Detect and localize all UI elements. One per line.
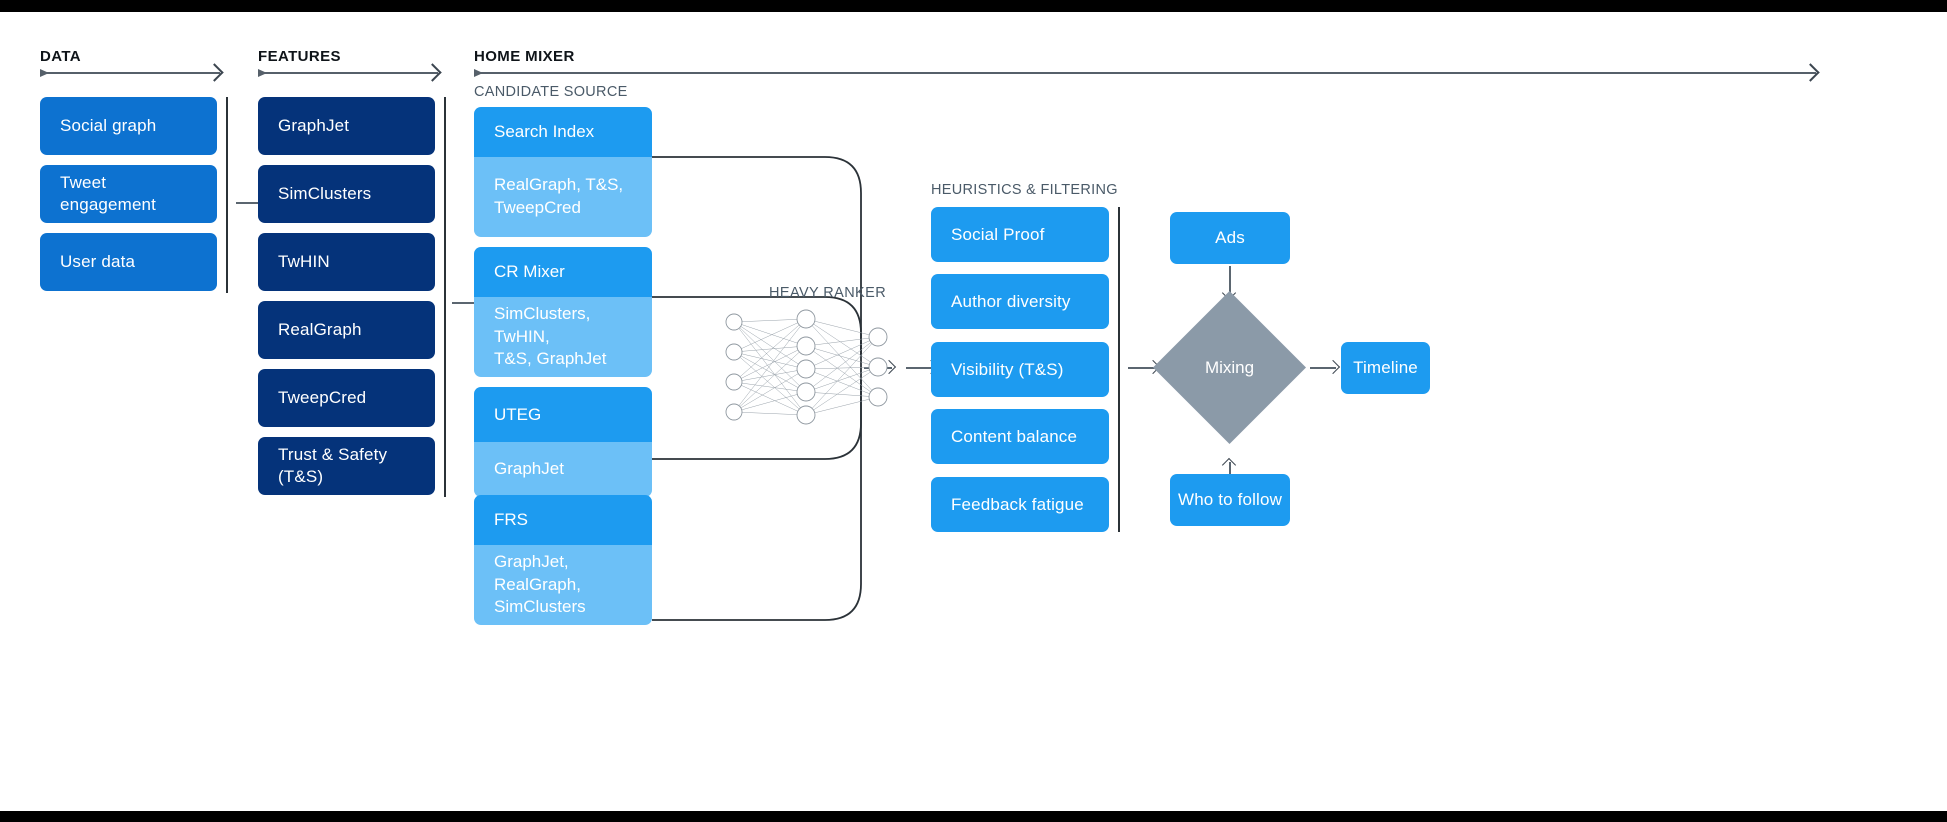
- mixing-diamond[interactable]: Mixing: [1153, 291, 1306, 444]
- mixing-label: Mixing: [1204, 357, 1255, 377]
- stage-axis-home-mixer: [474, 63, 1820, 82]
- heuristic-item-feedback-fatigue[interactable]: Feedback fatigue: [931, 477, 1109, 532]
- diagram-paper: DATA FEATURES HOME MIXER Social graph Tw…: [0, 12, 1947, 811]
- heuristic-item-label: Visibility (T&S): [951, 359, 1064, 379]
- candidate-source-features: GraphJet: [474, 442, 652, 497]
- heuristic-item-label: Content balance: [951, 426, 1078, 446]
- candidate-source-features: RealGraph, T&S, TweepCred: [474, 157, 652, 237]
- heavy-ranker-label: HEAVY RANKER: [769, 285, 887, 301]
- feature-item-label: TwHIN: [278, 252, 330, 272]
- candidate-source-title: CR Mixer: [474, 247, 652, 297]
- heuristic-item-content-balance[interactable]: Content balance: [931, 409, 1109, 464]
- output-timeline-label: Timeline: [1353, 358, 1418, 378]
- candidate-source-search-index[interactable]: Search Index RealGraph, T&S, TweepCred: [474, 107, 652, 237]
- data-item-user-data[interactable]: User data: [40, 233, 217, 291]
- divider-heuristics: [1118, 207, 1120, 532]
- output-timeline-box[interactable]: Timeline: [1341, 342, 1430, 394]
- data-item-label: Tweet engagement: [60, 173, 157, 214]
- arrow-mixing-to-timeline: [1310, 359, 1341, 375]
- candidate-source-title: Search Index: [474, 107, 652, 157]
- stage-axis-features: [258, 63, 442, 82]
- output-ads-label: Ads: [1215, 228, 1245, 248]
- feature-item-label: SimClusters: [278, 184, 372, 204]
- candidate-source-merge-connectors: [652, 156, 862, 621]
- heuristic-item-label: Feedback fatigue: [951, 494, 1084, 514]
- arrow-heuristics-to-mixing: [1128, 359, 1161, 375]
- data-item-social-graph[interactable]: Social graph: [40, 97, 217, 155]
- divider-features: [444, 97, 446, 497]
- feature-item-simclusters[interactable]: SimClusters: [258, 165, 435, 223]
- heuristic-item-label: Social Proof: [951, 224, 1045, 244]
- arrow-ads-to-mixing: [1221, 266, 1237, 301]
- candidate-source-cr-mixer[interactable]: CR Mixer SimClusters, TwHIN, T&S, GraphJ…: [474, 247, 652, 377]
- arrow-data-to-features: [236, 194, 267, 210]
- heuristics-label: HEURISTICS & FILTERING: [931, 182, 1118, 198]
- arrow-ranker-to-heuristics: [906, 359, 939, 375]
- candidate-source-title: FRS: [474, 495, 652, 545]
- divider-data: [226, 97, 228, 293]
- feature-item-label: RealGraph: [278, 320, 362, 340]
- candidate-source-uteg[interactable]: UTEG GraphJet: [474, 387, 652, 497]
- feature-item-label: TweepCred: [278, 388, 367, 408]
- feature-item-trust-safety[interactable]: Trust & Safety (T&S): [258, 437, 435, 495]
- data-item-tweet-engagement[interactable]: Tweet engagement: [40, 165, 217, 223]
- feature-item-tweepcred[interactable]: TweepCred: [258, 369, 435, 427]
- heavy-ranker-network: [725, 309, 888, 425]
- feature-item-graphjet[interactable]: GraphJet: [258, 97, 435, 155]
- heuristic-item-social-proof[interactable]: Social Proof: [931, 207, 1109, 262]
- candidate-source-frs[interactable]: FRS GraphJet, RealGraph, SimClusters: [474, 495, 652, 625]
- candidate-source-features: GraphJet, RealGraph, SimClusters: [474, 545, 652, 625]
- heuristic-item-label: Author diversity: [951, 291, 1071, 311]
- data-item-label: Social graph: [60, 116, 157, 136]
- data-item-label: User data: [60, 252, 136, 272]
- candidate-source-title: UTEG: [474, 387, 652, 442]
- feature-item-twhin[interactable]: TwHIN: [258, 233, 435, 291]
- stage-axis-data: [40, 63, 224, 82]
- feature-item-label: Trust & Safety (T&S): [278, 445, 388, 486]
- feature-item-label: GraphJet: [278, 116, 350, 136]
- feature-item-realgraph[interactable]: RealGraph: [258, 301, 435, 359]
- heuristic-item-author-diversity[interactable]: Author diversity: [931, 274, 1109, 329]
- candidate-source-features: SimClusters, TwHIN, T&S, GraphJet: [474, 297, 652, 377]
- output-ads-box[interactable]: Ads: [1170, 212, 1290, 264]
- output-who-to-follow-box[interactable]: Who to follow: [1170, 474, 1290, 526]
- output-who-to-follow-label: Who to follow: [1178, 490, 1282, 510]
- candidate-source-label: CANDIDATE SOURCE: [474, 84, 628, 100]
- stage-title-features: FEATURES: [258, 48, 341, 65]
- stage-title-home-mixer: HOME MIXER: [474, 48, 575, 65]
- arrow-features-to-mixer: [452, 294, 483, 310]
- heuristic-item-visibility[interactable]: Visibility (T&S): [931, 342, 1109, 397]
- stage-title-data: DATA: [40, 48, 82, 65]
